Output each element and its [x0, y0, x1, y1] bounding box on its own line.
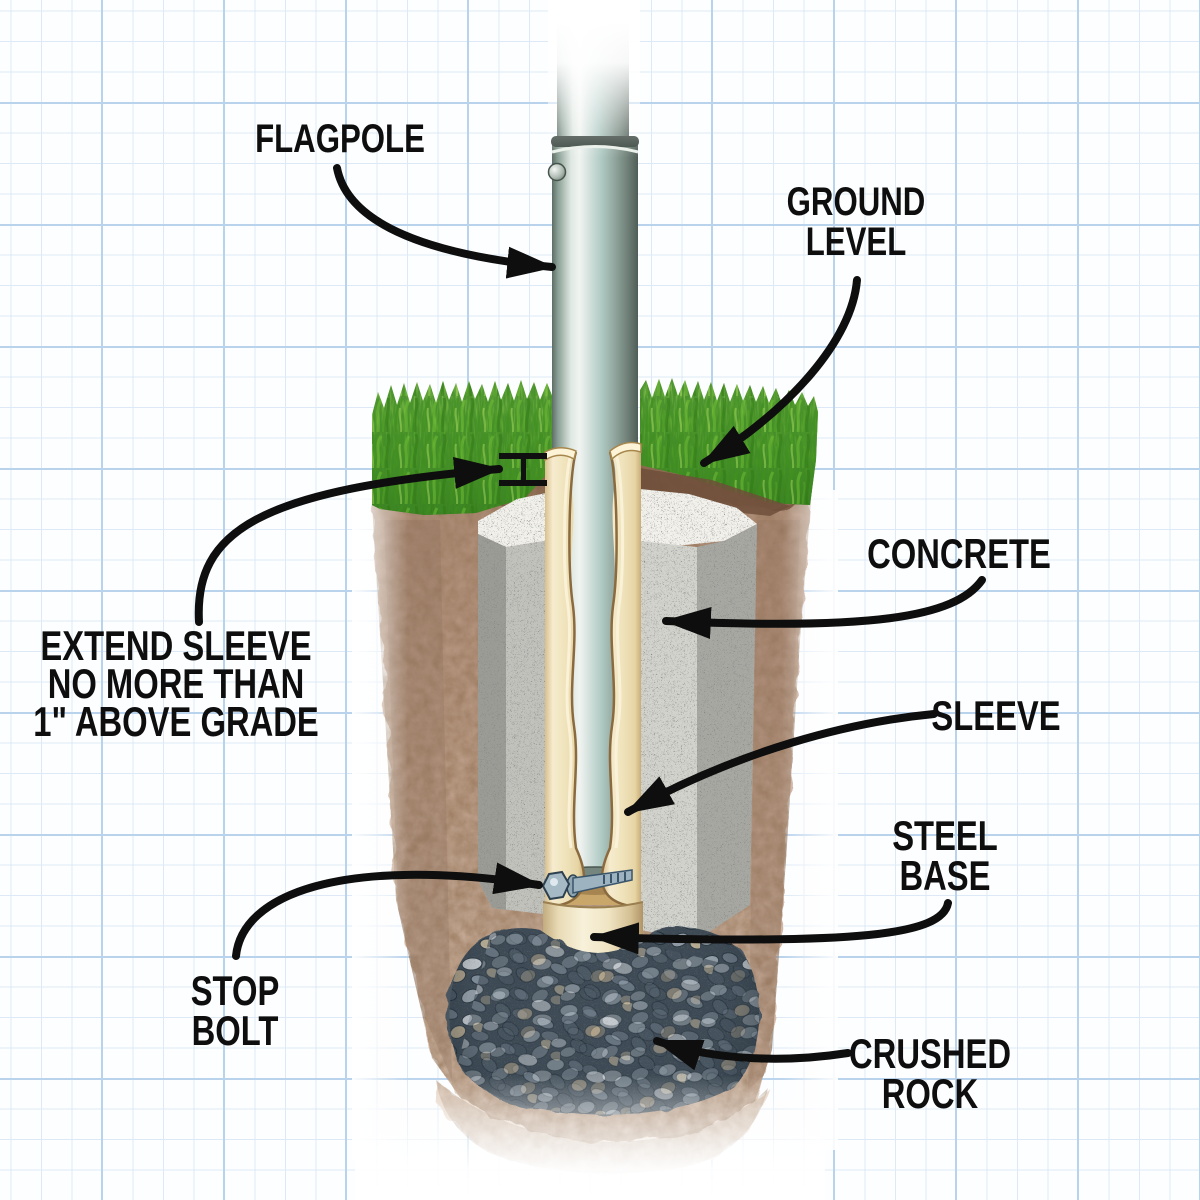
callout-stop-bolt-label: STOP BOLT [190, 967, 280, 1054]
sleeve-top-rim-right [609, 441, 642, 461]
stop-bolt-arrow [232, 862, 543, 960]
extend-sleeve-arrow [194, 456, 503, 626]
callout-steel-base-label: STEEL BASE [892, 812, 998, 899]
steel-base-arrow [590, 899, 952, 955]
sleeve-arrow [624, 710, 938, 816]
sleeve-top-rim-left [544, 447, 577, 462]
stop-bolt [541, 869, 633, 901]
crushed-rock-arrow [653, 1037, 852, 1071]
ground-level-arrow [700, 276, 861, 467]
callout-arrows [194, 164, 986, 1071]
pole-pin-button [547, 162, 567, 182]
callout-concrete-label: CONCRETE [867, 530, 1051, 577]
pit-left-soft-edge [352, 480, 408, 1160]
callout-extend-sleeve-label: EXTEND SLEEVE NO MORE THAN 1" ABOVE GRAD… [33, 622, 319, 745]
callout-flagpole-label: FLAGPOLE [255, 117, 425, 161]
callout-sleeve-label: SLEEVE [931, 692, 1061, 739]
flagpole-arrow [333, 164, 556, 279]
bottom-soft-fade [355, 1075, 825, 1200]
pit-right-soft-edge [782, 490, 838, 1150]
callout-ground-level-label: GROUND LEVEL [786, 180, 926, 264]
grade-measure-bracket [499, 453, 547, 486]
concrete-arrow [662, 576, 986, 639]
callout-crushed-rock-label: CRUSHED ROCK [849, 1030, 1011, 1117]
